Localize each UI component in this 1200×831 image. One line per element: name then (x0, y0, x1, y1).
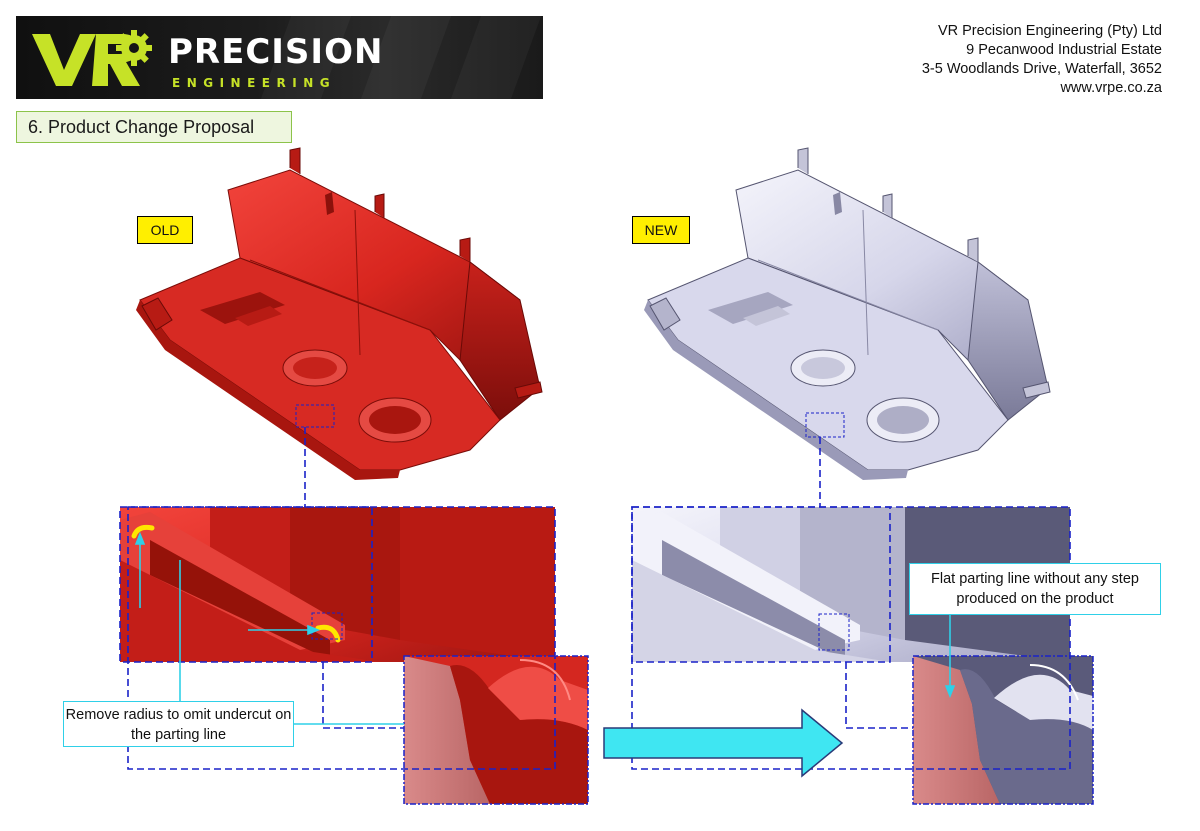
logo-banner: PRECISION ENGINEERING (16, 16, 543, 99)
old-label: OLD (137, 216, 193, 244)
section-title: 6. Product Change Proposal (16, 111, 292, 143)
company-website: www.vrpe.co.za (1060, 80, 1162, 96)
old-callout: Remove radius to omit undercut on the pa… (63, 701, 294, 747)
old-section-frame (403, 655, 589, 805)
new-callout: Flat parting line without any step produ… (909, 563, 1161, 615)
old-part-render (136, 147, 543, 480)
company-address-line2: 3-5 Woodlands Drive, Waterfall, 3652 (921, 61, 1162, 77)
logo-subtitle: ENGINEERING (172, 76, 337, 90)
new-zoom-markers (805, 412, 850, 651)
old-detail-frames (119, 427, 556, 770)
new-detail-frames (631, 437, 1071, 770)
logo-wordmark: PRECISION (168, 32, 384, 72)
change-arrow-icon (603, 708, 844, 778)
logo-vr-gear-icon (32, 30, 152, 86)
new-section-frame (912, 655, 1094, 805)
new-callout-leaders (944, 615, 956, 699)
new-label: NEW (632, 216, 690, 244)
company-name: VR Precision Engineering (Pty) Ltd (937, 23, 1162, 39)
new-detail-view (632, 507, 1093, 804)
company-address-line1: 9 Pecanwood Industrial Estate (966, 42, 1162, 58)
company-address-block: VR Precision Engineering (Pty) Ltd 9 Pec… (922, 22, 1162, 98)
old-callout-leaders (134, 531, 404, 725)
old-zoom-markers (295, 404, 343, 640)
new-part-render (644, 147, 1051, 480)
